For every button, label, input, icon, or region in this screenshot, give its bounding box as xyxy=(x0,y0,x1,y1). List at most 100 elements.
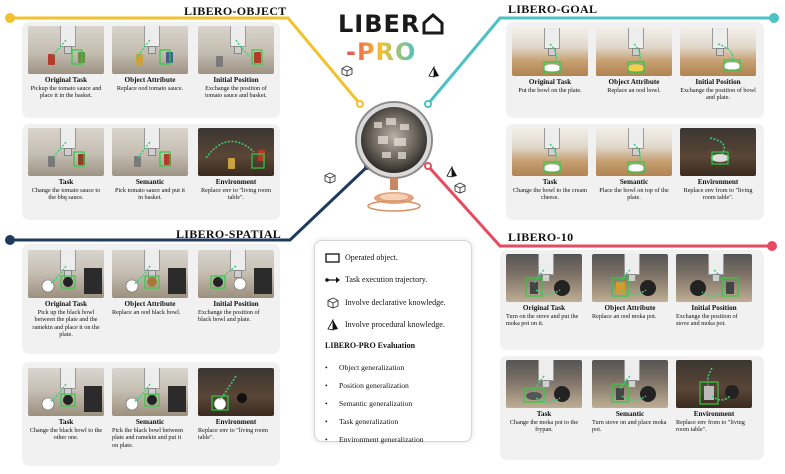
object-connector xyxy=(10,16,362,105)
scene-thumbnail xyxy=(506,254,582,302)
cell-label: Original Task xyxy=(44,300,88,308)
cell-label: Original Task xyxy=(44,76,88,84)
goal-connector xyxy=(426,16,775,105)
cell-label: Original Task xyxy=(522,304,566,312)
goal-cell-initial-position: Initial Position Exchange the position o… xyxy=(680,28,756,102)
cell-description: Pick tomato sauce and put it in basket. xyxy=(115,187,185,202)
cell-label: Initial Position xyxy=(213,76,259,84)
spatial-connector xyxy=(10,164,370,242)
ten-cell-initial-position: Initial Position Exchange the position o… xyxy=(676,254,752,328)
legend-procedural: Involve procedural knowledge. xyxy=(325,319,445,331)
scene-thumbnail xyxy=(112,128,188,176)
scene-thumbnail xyxy=(592,360,668,408)
scene-thumbnail xyxy=(28,368,104,416)
scene-thumbnail xyxy=(112,26,188,74)
spatial-cell-initial-position: Initial Position Exchange the position o… xyxy=(198,250,274,324)
object-section-title: LIBERO-OBJECT xyxy=(184,4,287,18)
cell-label: Semantic xyxy=(619,178,649,186)
scene-thumbnail xyxy=(680,128,756,176)
object-cell-initial-position: Initial Position Exchange the position o… xyxy=(198,26,274,100)
cell-label: Task xyxy=(536,410,552,418)
scene-thumbnail xyxy=(28,250,104,298)
scene-thumbnail xyxy=(592,254,668,302)
trajectory-arrow-icon xyxy=(325,277,340,284)
cell-description: Turn stove on and place moka pot. xyxy=(592,419,667,434)
cell-description: Replace env from to "living room table". xyxy=(676,419,745,434)
cell-description: Change the bowl to the cream cheese. xyxy=(512,187,588,202)
cell-label: Environment xyxy=(215,418,257,426)
evaluation-title: LIBERO-PRO Evaluation xyxy=(325,341,416,350)
legend-operated-label: Operated object. xyxy=(345,253,398,262)
scene-thumbnail xyxy=(198,368,274,416)
cell-label: Object Attribute xyxy=(124,76,176,84)
cell-description: Turn on the stove and put the moka pot o… xyxy=(506,313,579,328)
ten-cell-original-task: Original Task Turn on the stove and put … xyxy=(506,254,582,328)
cell-label: Original Task xyxy=(528,78,572,86)
cell-description: Replace env to "living room table". xyxy=(198,427,268,442)
spatial-cell-object-attribute: Object Attribute Replace an ood black bo… xyxy=(112,250,188,316)
scene-thumbnail xyxy=(28,128,104,176)
cell-label: Object Attribute xyxy=(604,304,656,312)
evaluation-item: •Object generalization xyxy=(325,363,405,372)
cell-description: Exchange the position of stove and moka … xyxy=(676,313,738,328)
cell-label: Initial Position xyxy=(695,78,741,86)
object-endpoint xyxy=(5,13,15,23)
scene-thumbnail xyxy=(680,28,756,76)
cell-description: Put the bowl on the plate. xyxy=(518,87,582,94)
cell-label: Environment xyxy=(215,178,257,186)
ten-junction xyxy=(424,162,432,170)
cube-icon xyxy=(324,172,336,184)
goal-cell-object-attribute: Object Attribute Replace an ood bowl. xyxy=(596,28,672,94)
goal-junction xyxy=(424,100,432,108)
legend-declarative: Involve declarative knowledge. xyxy=(325,297,446,309)
ten-cell-object-attribute: Object Attribute Replace an ood moka pot… xyxy=(592,254,668,320)
object-cell-object-attribute: Object Attribute Replace ood tomato sauc… xyxy=(112,26,188,92)
ten-connector xyxy=(426,164,772,248)
cell-label: Environment xyxy=(693,410,735,418)
cell-label: Semantic xyxy=(135,178,165,186)
legend-trajectory-label: Task execution trajectory. xyxy=(345,275,428,284)
scene-thumbnail xyxy=(596,28,672,76)
scene-thumbnail xyxy=(198,128,274,176)
cell-description: Replace env from to "living room table". xyxy=(683,187,753,202)
logo-line2: -PRO xyxy=(346,38,417,66)
pyramid-icon xyxy=(327,319,338,331)
scene-thumbnail xyxy=(198,26,274,74)
cell-description: Replace env to "living room table". xyxy=(201,187,271,202)
scene-thumbnail xyxy=(676,254,752,302)
scene-thumbnail xyxy=(112,368,188,416)
cell-description: Replace an ood moka pot. xyxy=(592,313,657,320)
crystal-ball-illustration xyxy=(355,101,433,212)
scene-thumbnail xyxy=(28,26,104,74)
goal-cell-environment: Environment Replace env from to "living … xyxy=(680,128,756,202)
spatial-cell-original-task: Original Task Pick up the black bowl bet… xyxy=(28,250,104,339)
home-icon xyxy=(422,13,444,35)
cell-label: Task xyxy=(58,418,74,426)
object-cell-semantic: Semantic Pick tomato sauce and put it in… xyxy=(112,128,188,202)
cell-description: Pick the black bowl between plate and ra… xyxy=(112,427,184,449)
goal-cell-original-task: Original Task Put the bowl on the plate. xyxy=(512,28,588,94)
cell-description: Change the tomato sauce to the bbq sauce… xyxy=(31,187,101,202)
scene-thumbnail xyxy=(512,28,588,76)
ten-section-title: LIBERO-10 xyxy=(508,230,574,244)
cell-label: Task xyxy=(58,178,74,186)
spatial-cell-semantic: Semantic Pick the black bowl between pla… xyxy=(112,368,188,449)
legend-panel: Operated object. Task execution trajecto… xyxy=(314,240,472,444)
pyramid-icon xyxy=(428,66,439,78)
spatial-section-title: LIBERO-SPATIAL xyxy=(176,227,282,241)
cell-description: Pick up the black bowl between the plate… xyxy=(32,309,100,339)
cell-description: Place the bowl on top of the plate. xyxy=(599,187,669,202)
cell-label: Initial Position xyxy=(691,304,737,312)
scene-thumbnail xyxy=(596,128,672,176)
cell-label: Object Attribute xyxy=(608,78,660,86)
evaluation-item: •Semantic generalization xyxy=(325,399,413,408)
legend-operated-object: Operated object. xyxy=(325,253,398,263)
logo: LIBER -PRO xyxy=(338,10,448,70)
object-cell-environment: Environment Replace env to "living room … xyxy=(198,128,274,202)
cell-label: Object Attribute xyxy=(124,300,176,308)
spatial-cell-environment: Environment Replace env to "living room … xyxy=(198,368,274,442)
legend-declarative-label: Involve declarative knowledge. xyxy=(345,297,446,307)
cell-description: Change the moka pot to the frypan. xyxy=(509,419,579,434)
legend-procedural-label: Involve procedural knowledge. xyxy=(345,319,445,329)
